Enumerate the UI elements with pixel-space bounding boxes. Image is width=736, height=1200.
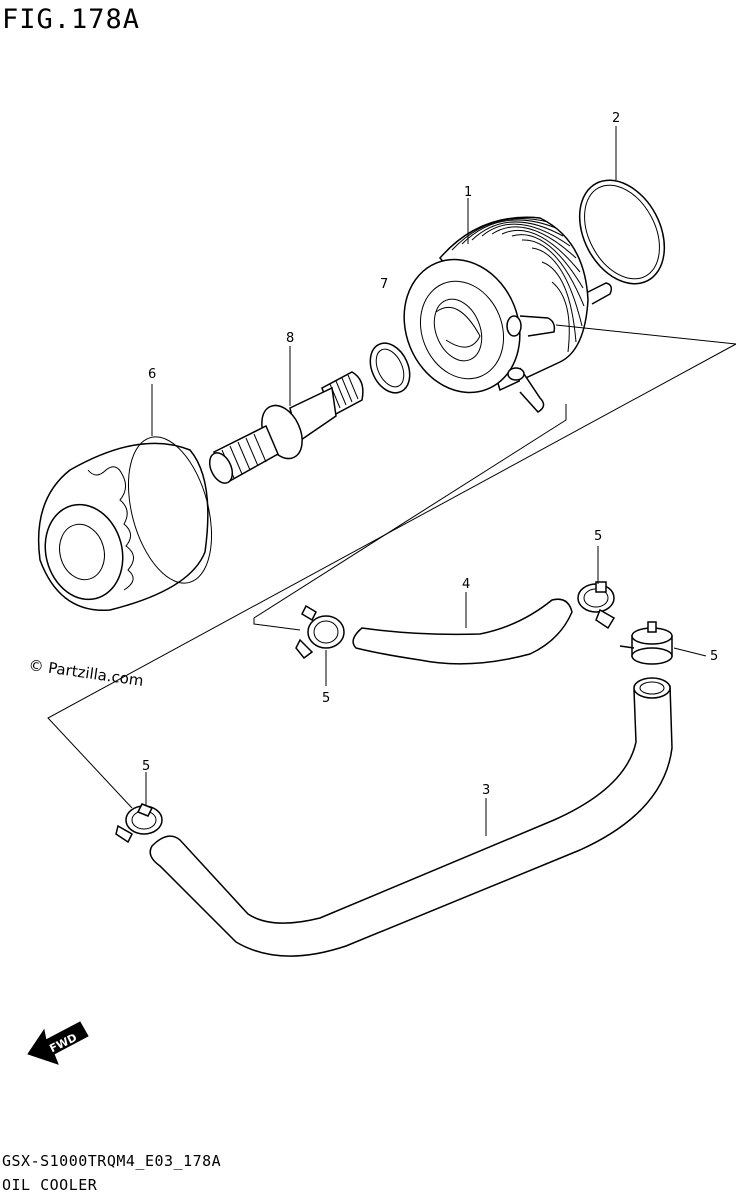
part-5-clamp-c [619,621,673,665]
callout-4: 4 [462,577,470,592]
fwd-arrow-icon: FWD [27,1021,89,1065]
callout-6: 6 [148,367,156,382]
callout-5-a: 5 [322,691,330,706]
figure-title: FIG.178A [2,4,141,35]
part-7-o-ring-small [369,342,411,394]
callout-2: 2 [612,111,620,126]
part-5-clamp-d [115,803,163,844]
callout-8: 8 [286,331,294,346]
part-4-hose [352,598,573,665]
part-6-oil-filter [37,436,213,611]
footer-code: GSX-S1000TRQM4_E03_178A [2,1152,222,1170]
leader-5c [673,647,707,657]
reference-line-hose4 [253,404,567,631]
callout-5-d: 5 [142,759,150,774]
part-5-clamp-b [577,581,616,630]
part-2-o-ring [578,179,666,285]
callout-1: 1 [464,185,472,200]
callout-3: 3 [482,783,490,798]
part-5-clamp-a [295,604,345,660]
reference-line-main [47,343,736,809]
part-1-oil-cooler [403,216,613,413]
callout-5-c: 5 [710,649,718,664]
part-3-hose [149,677,673,957]
callout-5-b: 5 [594,529,602,544]
footer-name: OIL COOLER [2,1176,98,1194]
part-8-union-bolt [208,371,364,484]
leader-pipe-ref [555,324,736,345]
callout-7: 7 [380,277,388,292]
